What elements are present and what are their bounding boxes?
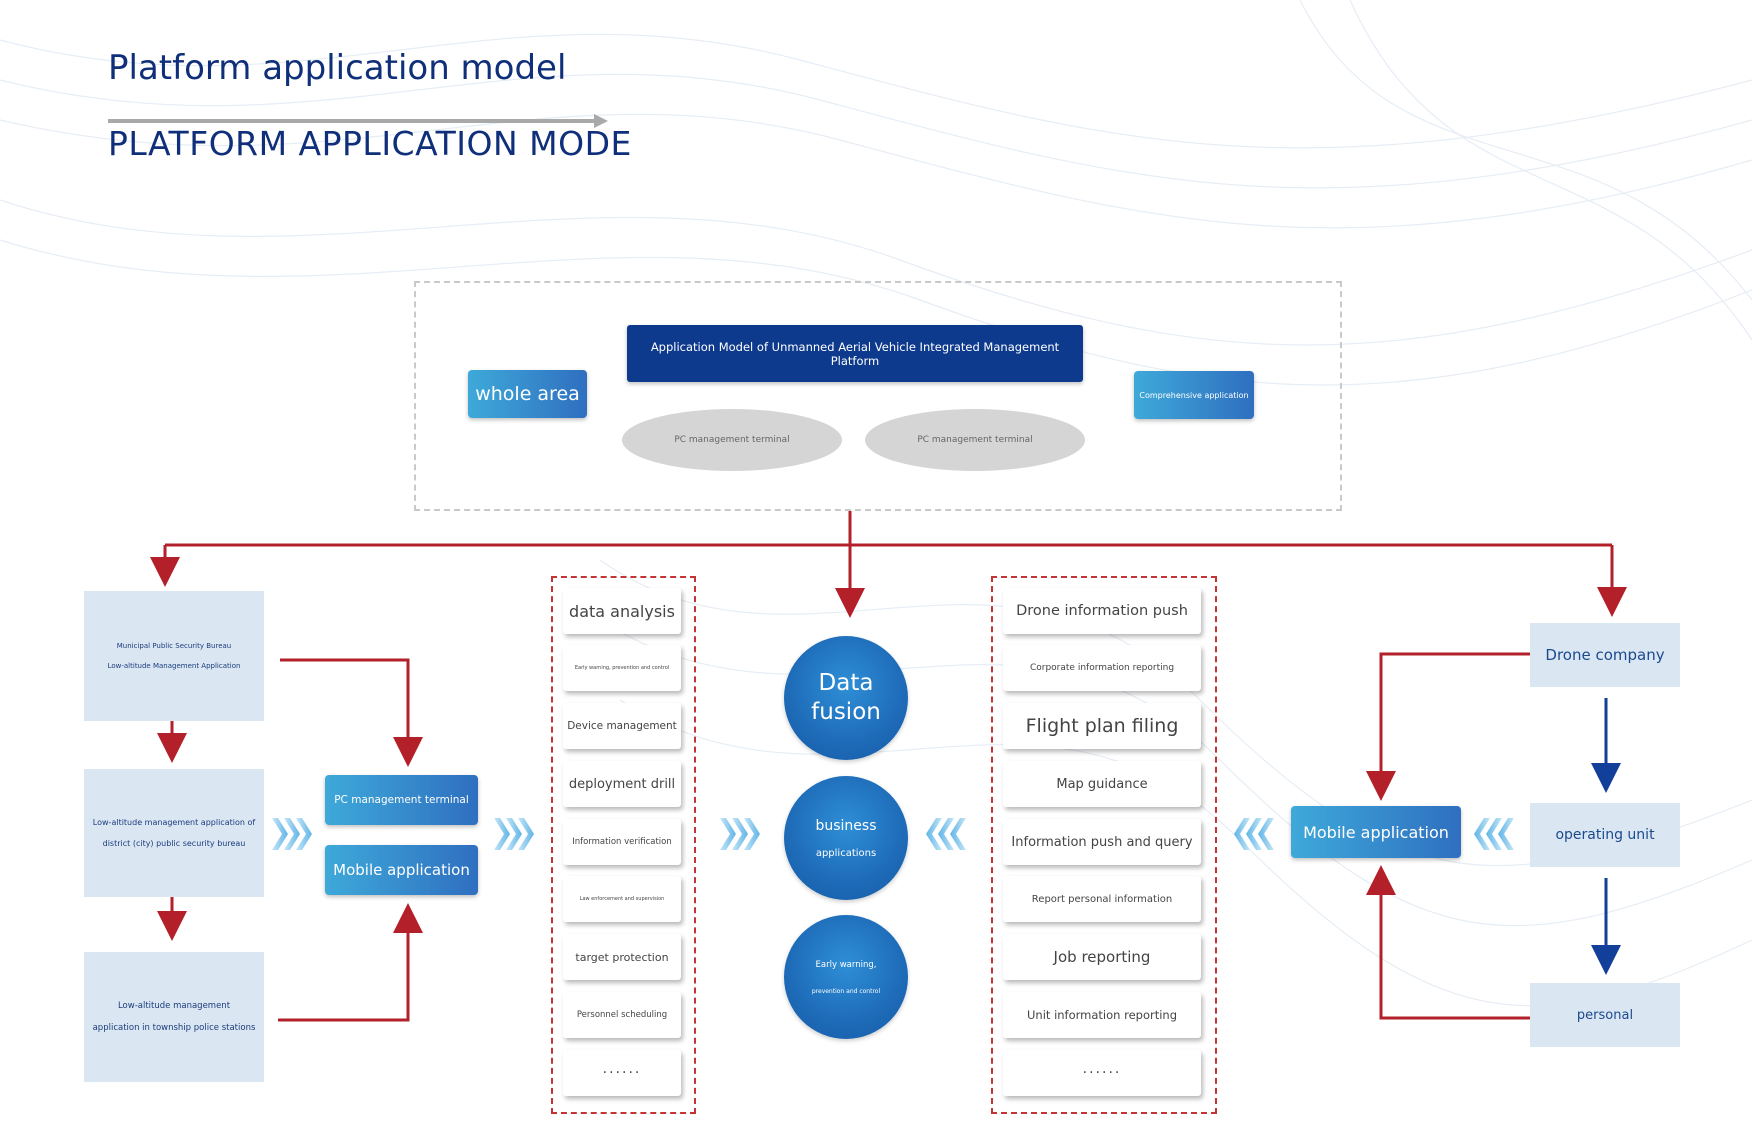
comprehensive-application-box: Comprehensive application <box>1134 371 1254 419</box>
page-subtitle: PLATFORM APPLICATION MODE <box>108 124 632 163</box>
function-card-ellipsis: ······ <box>1003 1050 1201 1096</box>
org-line: application in township police stations <box>92 1023 256 1033</box>
function-card: data analysis <box>563 588 681 634</box>
org-line: Low-altitude management <box>117 1001 231 1011</box>
personal-box: personal <box>1530 983 1680 1047</box>
function-card: target protection <box>563 934 681 980</box>
pc-management-terminal-box: PC management terminal <box>325 775 478 825</box>
function-card: Map guidance <box>1003 761 1201 807</box>
mobile-application-right-box: Mobile application <box>1291 806 1461 858</box>
function-card-ellipsis: ······ <box>563 1050 681 1096</box>
function-card: Early warning, prevention and control <box>563 645 681 691</box>
function-card: Personnel scheduling <box>563 992 681 1038</box>
platform-title-box: Application Model of Unmanned Aerial Veh… <box>627 325 1083 382</box>
page-title: Platform application model <box>108 48 567 88</box>
drone-company-box: Drone company <box>1530 623 1680 687</box>
function-card: Flight plan filing <box>1003 703 1201 749</box>
function-card: Information verification <box>563 819 681 865</box>
function-card: Device management <box>563 703 681 749</box>
district-bureau-box: Low-altitude management application of d… <box>84 769 264 897</box>
circle-line: applications <box>815 847 877 859</box>
circle-line: business <box>815 817 877 834</box>
mobile-application-left-box: Mobile application <box>325 845 478 895</box>
function-card: Drone information push <box>1003 588 1201 634</box>
police-functions-column <box>551 576 696 1114</box>
municipal-bureau-box: Municipal Public Security Bureau Low-alt… <box>84 591 264 721</box>
enterprise-functions-column <box>991 576 1217 1114</box>
org-line: district (city) public security bureau <box>102 839 246 848</box>
function-card: Corporate information reporting <box>1003 645 1201 691</box>
function-card: Job reporting <box>1003 934 1201 980</box>
function-card: deployment drill <box>563 761 681 807</box>
org-line: Municipal Public Security Bureau <box>116 642 232 650</box>
circle-line: fusion <box>811 699 881 725</box>
pc-terminal-ellipse-2: PC management terminal <box>865 409 1085 471</box>
circle-line: prevention and control <box>811 987 881 995</box>
business-applications-circle: business applications <box>784 776 908 900</box>
early-warning-circle: Early warning, prevention and control <box>784 915 908 1039</box>
whole-area-box: whole area <box>468 370 587 418</box>
data-fusion-circle: Data fusion <box>784 636 908 760</box>
function-card: Unit information reporting <box>1003 992 1201 1038</box>
operating-unit-box: operating unit <box>1530 803 1680 867</box>
township-station-box: Low-altitude management application in t… <box>84 952 264 1082</box>
org-line: Low-altitude management application of <box>92 818 256 827</box>
function-card: Report personal information <box>1003 876 1201 922</box>
function-card: Information push and query <box>1003 819 1201 865</box>
function-card: Law enforcement and supervision <box>563 876 681 922</box>
title-underline-arrow <box>108 114 608 128</box>
circle-line: Data <box>818 670 874 696</box>
org-line: Low-altitude Management Application <box>107 662 241 670</box>
platform-frame <box>414 281 1342 511</box>
circle-line: Early warning, <box>815 959 877 970</box>
pc-terminal-ellipse-1: PC management terminal <box>622 409 842 471</box>
